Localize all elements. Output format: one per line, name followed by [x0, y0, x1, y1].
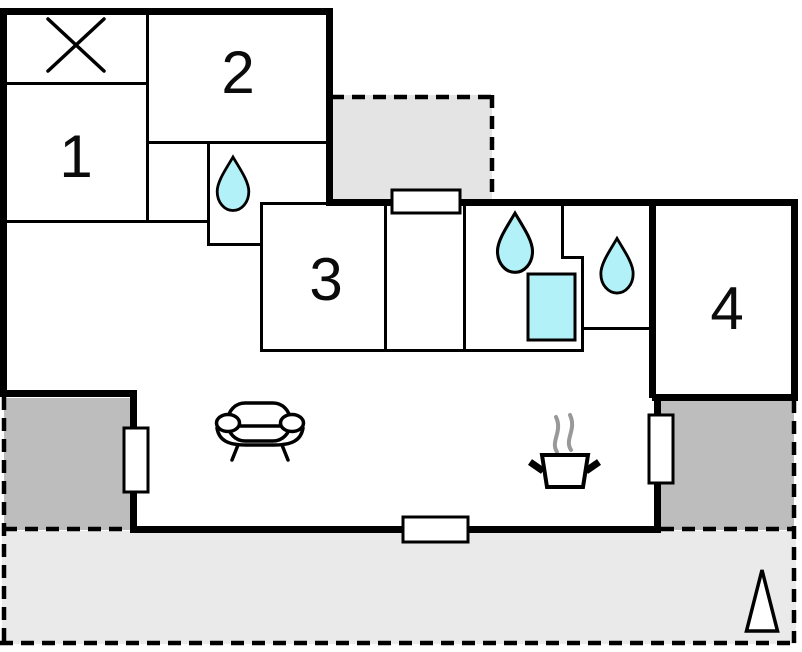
ground-area	[2, 531, 796, 644]
wall-room2-bottom	[146, 141, 332, 144]
balcony-area	[331, 95, 492, 202]
interior-floor	[4, 10, 796, 530]
wall-room1-bottom	[0, 220, 210, 223]
room-4-label: 4	[710, 275, 743, 342]
wall-left-step	[0, 390, 137, 397]
terrace-left-area	[4, 395, 134, 530]
wall-room3-left	[260, 202, 263, 352]
sofa-icon	[214, 401, 306, 462]
wall-left	[0, 8, 7, 397]
pot-handles	[528, 459, 601, 474]
room-2-label: 2	[221, 39, 254, 106]
wall-wc-bottom	[581, 327, 656, 330]
water-drop-icon	[215, 154, 251, 212]
wall-closet-divider	[207, 141, 210, 246]
wall-room3-right	[384, 202, 387, 352]
wall-room4-bottom	[652, 394, 798, 401]
shower-icon	[526, 272, 577, 342]
wall-xbox-bottom	[0, 82, 149, 85]
room-3-label: 3	[309, 246, 342, 313]
window-icon	[122, 426, 150, 494]
wall-room3-top	[260, 202, 332, 205]
window-icon	[401, 515, 470, 544]
wall-top	[0, 8, 333, 15]
wall-wc-partition-v	[561, 202, 564, 259]
wall-room1-right	[146, 10, 149, 223]
cooking-pot-icon	[539, 453, 591, 489]
wall-bottom	[130, 526, 661, 533]
north-arrow-icon	[744, 569, 780, 633]
water-drop-icon	[495, 210, 535, 274]
wall-right-upper	[326, 8, 333, 206]
cooking-pot-group	[528, 413, 601, 489]
water-drop-icon	[599, 235, 635, 295]
cross-icon	[46, 17, 106, 73]
wall-wc-partition-h	[561, 256, 584, 259]
terrace-right-area	[661, 398, 794, 530]
window-icon	[390, 188, 462, 215]
water-drops	[215, 154, 635, 295]
wall-bath-left	[463, 202, 466, 352]
window-icon	[647, 413, 675, 485]
wall-room4-left	[649, 202, 656, 398]
wall-droproom-bottom	[207, 243, 263, 246]
dashed-boundaries	[0, 94, 798, 646]
walls	[0, 8, 798, 533]
room-1-label: 1	[59, 123, 92, 190]
wall-right	[791, 199, 798, 401]
wall-bath-bottom	[260, 349, 584, 352]
windows	[122, 188, 675, 544]
wall-wc-divider	[581, 256, 584, 352]
steam-icon	[552, 413, 575, 454]
